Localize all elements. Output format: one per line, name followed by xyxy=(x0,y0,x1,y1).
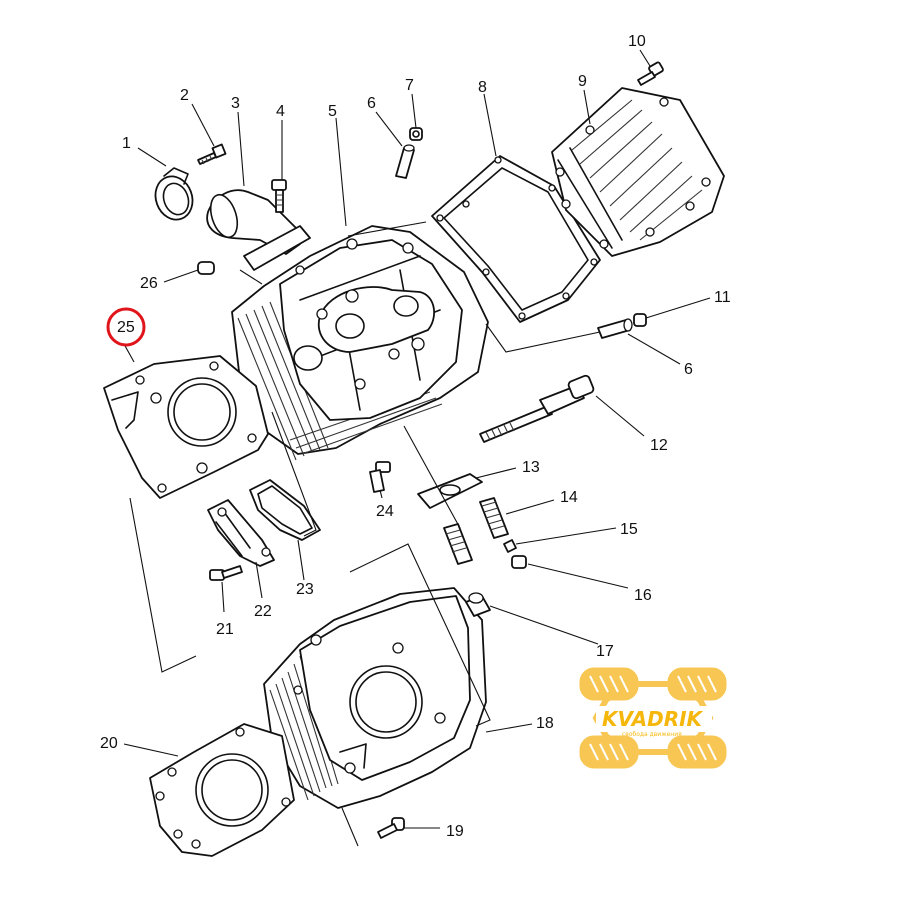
part-spring-lower xyxy=(443,523,473,565)
part-15-clip xyxy=(503,539,517,553)
callout-7: 7 xyxy=(405,77,414,94)
part-16-nut xyxy=(511,555,527,569)
part-9-cylinder-head-cover xyxy=(551,87,725,257)
callout-25-highlight-ring xyxy=(106,307,146,347)
callout-6-right: 6 xyxy=(684,361,693,378)
callout-15: 15 xyxy=(620,521,638,538)
part-25-cylinder-head-gasket xyxy=(103,355,269,499)
part-20-cylinder-base-gasket xyxy=(149,723,295,857)
callout-12: 12 xyxy=(650,437,668,454)
callout-8: 8 xyxy=(478,79,487,96)
callout-17: 17 xyxy=(596,643,614,660)
callout-3: 3 xyxy=(231,95,240,112)
part-19-bolt xyxy=(377,817,405,839)
part-10-bolt xyxy=(637,61,664,86)
part-26-dowel xyxy=(197,261,215,275)
callout-22: 22 xyxy=(254,603,272,620)
part-2-screw xyxy=(197,143,227,165)
callout-11: 11 xyxy=(714,289,731,306)
part-18-cylinder xyxy=(263,587,487,809)
part-8-head-cover-gasket xyxy=(431,155,601,323)
part-24-bolt xyxy=(369,461,391,493)
part-6-dowel-top xyxy=(395,144,415,179)
callout-1: 1 xyxy=(122,135,131,152)
callout-19: 19 xyxy=(446,823,464,840)
part-11-nut xyxy=(633,313,647,327)
part-1-hose-clamp xyxy=(154,167,194,221)
part-3-intake-joint xyxy=(206,189,311,271)
callout-24: 24 xyxy=(376,503,394,520)
part-21-bolt xyxy=(209,565,243,581)
part-6-dowel-right xyxy=(597,318,633,339)
callout-14: 14 xyxy=(560,489,578,506)
part-22-chain-tensioner xyxy=(207,499,275,567)
watermark-brand: KVADRIK xyxy=(602,707,704,731)
callout-9: 9 xyxy=(578,73,587,90)
callout-6-top: 6 xyxy=(367,95,376,112)
callout-10: 10 xyxy=(628,33,646,50)
part-23-gasket xyxy=(249,479,321,541)
part-5-cylinder-head xyxy=(231,225,489,461)
callout-25: 25 xyxy=(117,319,135,336)
callout-numbers: 1 2 3 4 5 6 7 8 9 10 11 6 12 13 14 15 16… xyxy=(100,33,731,840)
part-12-stud-bolt xyxy=(479,374,595,443)
leader-lines xyxy=(123,49,711,847)
callout-5: 5 xyxy=(328,103,337,120)
callout-20: 20 xyxy=(100,735,118,752)
part-14-spring xyxy=(479,497,509,539)
callout-13: 13 xyxy=(522,459,540,476)
watermark-tagline: свобода движения xyxy=(622,731,682,738)
callout-4: 4 xyxy=(276,103,285,120)
callout-2: 2 xyxy=(180,87,189,104)
part-13-gasket xyxy=(417,473,483,509)
callout-16: 16 xyxy=(634,587,652,604)
callout-21: 21 xyxy=(216,621,234,638)
atv-tires-logo-icon: KVADRIK свобода движения xyxy=(579,667,727,769)
part-17-dowel xyxy=(465,592,491,617)
callout-26: 26 xyxy=(140,275,158,292)
part-4-bolt xyxy=(271,179,287,213)
callout-18: 18 xyxy=(536,715,554,732)
callout-23: 23 xyxy=(296,581,314,598)
part-7-cap-nut xyxy=(409,127,423,141)
